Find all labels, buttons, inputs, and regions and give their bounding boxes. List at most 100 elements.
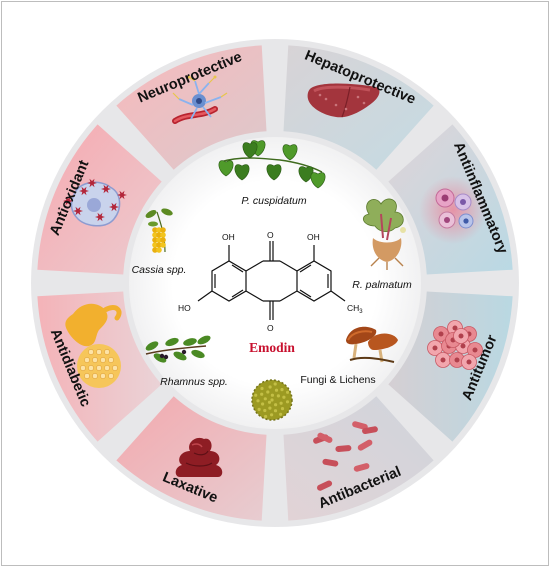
tumor-cell-nucleus	[452, 325, 458, 331]
tumor-cell-nucleus	[438, 331, 444, 337]
islet-cell	[100, 357, 106, 363]
lichen-dot	[263, 408, 267, 413]
neuron-icon	[172, 75, 228, 124]
lichen-dot	[254, 393, 258, 397]
cassia-plant-icon	[145, 208, 173, 253]
islet-cell	[108, 357, 114, 363]
lichen-dot	[266, 390, 270, 394]
lichen-dot	[257, 407, 261, 411]
tumor-cell-nucleus	[432, 345, 438, 351]
r-palmatum-plant-icon	[362, 198, 406, 270]
islet-cell	[88, 349, 94, 355]
ros-star	[87, 178, 97, 188]
lichen-dot	[273, 409, 278, 413]
segment-antitumor	[388, 291, 513, 442]
atom-o-top: O	[267, 230, 274, 240]
atom-oh-left: OH	[222, 232, 235, 242]
lichen-dot	[268, 385, 272, 389]
ros-star	[95, 212, 105, 222]
islet-cell	[96, 349, 102, 355]
ros-star	[73, 206, 83, 216]
source-label-cassia: Cassia spp.	[132, 264, 187, 276]
lichen-icon	[251, 379, 293, 421]
islet-cell	[112, 365, 118, 371]
tumor-cells-icon	[427, 320, 483, 370]
cassia-flower	[152, 227, 158, 233]
emodin-structure	[197, 241, 346, 320]
oxidative-cell-icon	[63, 178, 127, 227]
lichen-dot	[270, 398, 274, 402]
liver-icon	[307, 83, 380, 118]
lichen-dot	[256, 399, 260, 403]
source-label-fungi-lichens: Fungi & Lichens	[300, 374, 375, 386]
cassia-flower	[152, 232, 158, 238]
rhamnus-leaf	[197, 335, 211, 345]
tumor-cell-nucleus	[472, 347, 478, 353]
lichen-dot	[261, 402, 265, 406]
vine-leaf	[282, 144, 298, 161]
lichen-dot	[286, 390, 290, 394]
lichen-dot	[279, 401, 283, 405]
tumor-cell-nucleus	[460, 343, 466, 349]
tumor-cell-nucleus	[454, 357, 460, 363]
islet-cell	[108, 373, 114, 379]
immune-cells-icon	[419, 176, 487, 244]
atom-o-bottom: O	[267, 323, 274, 333]
ros-star	[109, 202, 119, 212]
cassia-flower	[152, 237, 158, 243]
lichen-dot	[280, 407, 285, 411]
cassia-flower	[160, 227, 166, 233]
cassia-flower	[156, 237, 162, 243]
islet-cell	[100, 373, 106, 379]
tumor-cell-nucleus	[466, 359, 472, 365]
cassia-flower	[156, 242, 162, 248]
vine-leaf	[234, 164, 250, 181]
cassia-flower	[160, 242, 166, 248]
bacteria-icon	[313, 421, 378, 491]
vine-leaf	[218, 160, 234, 177]
lichen-dot	[263, 397, 267, 401]
cassia-flower	[156, 227, 162, 233]
islet-cell	[104, 349, 110, 355]
islet-cell	[96, 365, 102, 371]
lichen-dot	[268, 406, 272, 410]
islet-cell	[92, 357, 98, 363]
rhamnus-leaf	[145, 341, 159, 351]
ros-star	[117, 190, 127, 200]
rhamnus-leaf	[165, 337, 179, 347]
islet-cell	[92, 373, 98, 379]
vine-leaf	[310, 172, 326, 189]
cassia-flower	[156, 232, 162, 238]
islet-cell	[88, 365, 94, 371]
vine-leaf	[242, 142, 258, 159]
islet-cell	[84, 357, 90, 363]
islet-cell	[84, 373, 90, 379]
lichen-dot	[274, 403, 278, 407]
lichen-dot	[270, 413, 274, 417]
islet-cell	[80, 365, 86, 371]
lichen-dot	[260, 386, 264, 391]
stool-icon	[175, 437, 223, 477]
atom-ho: HO	[178, 303, 191, 313]
ros-star	[79, 186, 89, 196]
ros-star	[63, 196, 73, 206]
rhamnus-plant-icon	[145, 335, 211, 363]
compound-name: Emodin	[249, 340, 295, 355]
cassia-flower	[152, 242, 158, 248]
segment-neuroprotective	[116, 45, 267, 170]
lichen-dot	[270, 393, 274, 397]
lichen-dot	[264, 414, 268, 419]
lichen-dot	[279, 412, 283, 416]
lichen-dot	[276, 394, 280, 398]
source-label-r-palmatum: R. palmatum	[352, 279, 412, 291]
rhamnus-leaf	[183, 338, 197, 346]
tumor-cell-nucleus	[458, 333, 464, 339]
lichen-dot	[267, 400, 272, 404]
lichen-dot	[285, 400, 290, 404]
cassia-flower	[152, 247, 158, 253]
atom-ch3: CH3	[347, 303, 363, 315]
lichen-dot	[274, 388, 279, 392]
pancreas-icon	[65, 303, 122, 388]
lichen-dot	[280, 388, 284, 392]
cassia-flower	[160, 237, 166, 243]
